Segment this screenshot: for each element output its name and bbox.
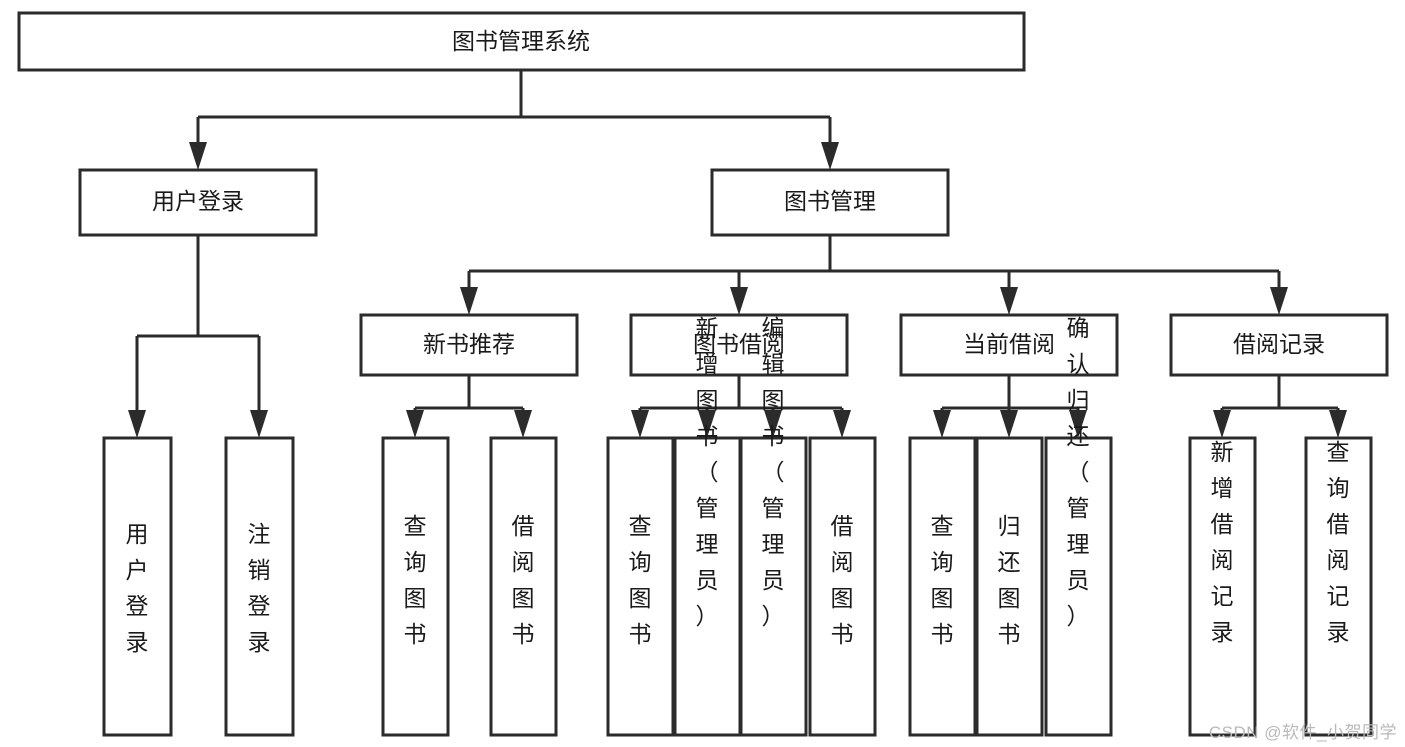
connector-bookborrow-to-leaves <box>631 375 851 438</box>
arrow-head-icon <box>250 410 268 438</box>
connector-newbook-to-leaves <box>406 375 532 438</box>
node-root-box[interactable] <box>17 11 1026 72</box>
leaf-br-query-record-box[interactable] <box>1304 436 1373 737</box>
leaf-user-login-label: 用户登录 <box>126 521 149 655</box>
node-new-book-recommend[interactable]: 新书推荐 <box>359 313 579 377</box>
leaf-bb-borrow-book[interactable]: 借阅图书 <box>808 436 877 737</box>
arrow-head-icon <box>933 410 951 438</box>
arrow-head-icon <box>1000 287 1018 315</box>
arrow-head-icon <box>833 410 851 438</box>
leaf-logout-label: 注销登录 <box>248 521 271 655</box>
arrow-head-icon <box>1000 410 1018 438</box>
node-root[interactable]: 图书管理系统 <box>17 11 1026 72</box>
leaf-cb-query-book-label: 查询图书 <box>931 513 954 647</box>
arrow-head-icon <box>698 410 716 438</box>
arrow-head-icon <box>1270 287 1288 315</box>
arrow-head-icon <box>631 410 649 438</box>
arrow-head-icon <box>821 142 839 170</box>
leaf-bb-borrow-book-label: 借阅图书 <box>831 513 854 647</box>
leaf-cb-return-book-box[interactable] <box>975 436 1044 737</box>
leaf-nb-borrow-book[interactable]: 借阅图书 <box>489 436 558 737</box>
leaf-cb-query-book-box[interactable] <box>908 436 977 737</box>
leaf-cb-return-book-label: 归还图书 <box>998 513 1021 647</box>
leaf-bb-borrow-book-box[interactable] <box>808 436 877 737</box>
node-user-login-label: 用户登录 <box>152 188 244 214</box>
leaf-bb-query-book-label: 查询图书 <box>629 513 652 647</box>
arrow-head-icon <box>1213 410 1231 438</box>
node-book-manage[interactable]: 图书管理 <box>710 168 950 237</box>
leaf-bb-edit-book[interactable]: 编辑图书（管理员） <box>739 315 808 737</box>
leaf-nb-query-book[interactable]: 查询图书 <box>381 436 450 737</box>
leaf-user-login-box[interactable] <box>102 436 173 737</box>
node-root-label: 图书管理系统 <box>452 28 590 54</box>
node-borrow-record[interactable]: 借阅记录 <box>1169 313 1389 377</box>
arrow-head-icon <box>189 142 207 170</box>
node-current-borrow-label: 当前借阅 <box>963 331 1055 357</box>
leaf-br-add-record[interactable]: 新增借阅记录 <box>1188 436 1257 737</box>
node-borrow-record-box[interactable] <box>1169 313 1389 377</box>
leaf-bb-edit-book-box[interactable] <box>739 436 808 737</box>
connector-root-to-level2 <box>189 70 839 170</box>
leaf-bb-add-book-box[interactable] <box>673 436 742 737</box>
leaf-logout-box[interactable] <box>224 436 295 737</box>
arrow-head-icon <box>764 410 782 438</box>
leaf-bb-add-book-label: 新增图书（管理员） <box>696 315 719 629</box>
leaf-br-query-record-label: 查询借阅记录 <box>1327 439 1350 645</box>
arrow-head-icon <box>128 410 146 438</box>
leaf-nb-borrow-book-box[interactable] <box>489 436 558 737</box>
leaf-nb-query-book-label: 查询图书 <box>404 513 427 647</box>
leaf-nb-query-book-box[interactable] <box>381 436 450 737</box>
leaf-cb-query-book[interactable]: 查询图书 <box>908 436 977 737</box>
node-current-borrow[interactable]: 当前借阅 <box>899 313 1119 377</box>
node-book-borrow[interactable]: 图书借阅 <box>629 313 849 377</box>
leaf-logout[interactable]: 注销登录 <box>224 436 295 737</box>
node-book-borrow-box[interactable] <box>629 313 849 377</box>
leaf-user-login[interactable]: 用户登录 <box>102 436 173 737</box>
arrow-head-icon <box>1329 410 1347 438</box>
node-new-book-recommend-label: 新书推荐 <box>423 331 515 357</box>
node-user-login-box[interactable] <box>78 168 318 237</box>
node-book-borrow-label: 图书借阅 <box>693 331 785 357</box>
leaf-bb-query-book[interactable]: 查询图书 <box>606 436 675 737</box>
node-book-manage-box[interactable] <box>710 168 950 237</box>
node-borrow-record-label: 借阅记录 <box>1233 331 1325 357</box>
arrow-head-icon <box>730 287 748 315</box>
node-new-book-recommend-box[interactable] <box>359 313 579 377</box>
leaf-br-add-record-label: 新增借阅记录 <box>1211 439 1234 645</box>
leaf-cb-confirm-return[interactable]: 确认归还（管理员） <box>1044 315 1113 737</box>
arrow-head-icon <box>460 287 478 315</box>
arrow-head-icon <box>514 410 532 438</box>
node-book-manage-label: 图书管理 <box>784 188 876 214</box>
leaf-nb-borrow-book-label: 借阅图书 <box>512 513 535 647</box>
leaf-bb-add-book[interactable]: 新增图书（管理员） <box>673 315 742 737</box>
leaf-cb-return-book[interactable]: 归还图书 <box>975 436 1044 737</box>
leaf-bb-edit-book-label: 编辑图书（管理员） <box>762 315 785 629</box>
arrow-head-icon <box>1069 410 1087 438</box>
connector-currentborrow-to-leaves <box>933 375 1087 438</box>
leaf-bb-query-book-box[interactable] <box>606 436 675 737</box>
connector-bookmanage-to-level3 <box>460 235 1288 315</box>
leaf-cb-confirm-return-label: 确认归还（管理员） <box>1067 315 1090 629</box>
leaf-br-add-record-box[interactable] <box>1188 436 1257 737</box>
node-current-borrow-box[interactable] <box>899 313 1119 377</box>
leaf-br-query-record[interactable]: 查询借阅记录 <box>1304 436 1373 737</box>
arrow-head-icon <box>406 410 424 438</box>
connector-userlogin-to-leaves <box>128 235 268 438</box>
node-user-login[interactable]: 用户登录 <box>78 168 318 237</box>
leaf-cb-confirm-return-box[interactable] <box>1044 436 1113 737</box>
connector-borrowrecord-to-leaves <box>1213 375 1347 438</box>
